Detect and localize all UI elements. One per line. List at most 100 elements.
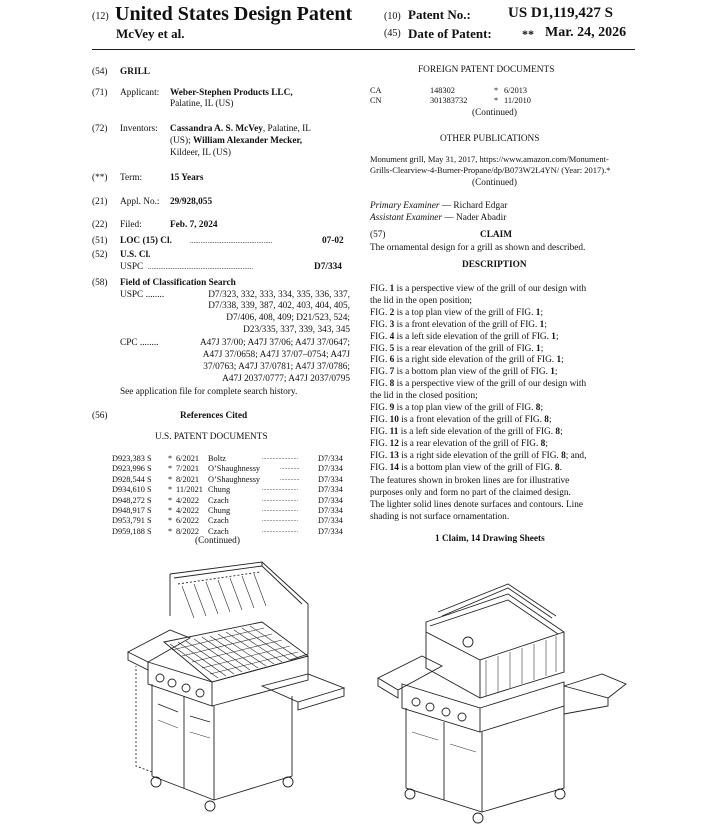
uscl-code: (52) — [92, 250, 108, 260]
assistant-examiner-label: Assistant Examiner — [370, 213, 443, 223]
uscl-uspc-label: USPC — [120, 262, 144, 272]
us-doc-dots: ........................ — [262, 486, 298, 493]
refs-continued: (Continued) — [195, 536, 240, 546]
other-continued: (Continued) — [472, 178, 517, 188]
us-doc-class: D7/334 — [318, 464, 343, 474]
uscl-label: U.S. Cl. — [120, 250, 151, 260]
refs-code: (56) — [92, 411, 108, 421]
inventor-1: Cassandra A. S. McVey, Palatine, IL — [170, 124, 311, 136]
figure-reference: 1 — [535, 307, 541, 318]
figure-description: FIG. 1 is a perspective view of the gril… — [370, 284, 632, 295]
other-label: OTHER PUBLICATIONS — [440, 134, 540, 144]
us-doc-class: D7/334 — [318, 526, 343, 536]
appl-label: Appl. No.: — [120, 197, 160, 207]
refs-label: References Cited — [180, 411, 248, 421]
foreign-doc-number: 301383732 — [430, 96, 468, 105]
figure-text: is a bottom plan view of the grill of FI… — [398, 462, 555, 473]
field-uspc-label: USPC ........ — [120, 290, 165, 300]
title-code: (54) — [92, 67, 108, 77]
figure-end: ; and, — [565, 450, 587, 461]
figure-text: is a top plan view of the grill of FIG. — [394, 307, 536, 318]
inventor-2: (US); William Alexander Mecker, — [170, 136, 302, 148]
foreign-doc-country: CA — [370, 86, 382, 95]
date-mark: ** — [522, 27, 534, 41]
field-uspc-2: D7/338, 339, 387, 402, 403, 404, 405, — [208, 301, 350, 311]
figure-reference: 1 — [556, 355, 562, 366]
figure-prefix: FIG. — [370, 331, 390, 342]
figure-description: FIG. 13 is a right side elevation of the… — [370, 451, 632, 462]
figure-end: ; — [554, 367, 558, 378]
inventor-1-city: , Palatine, IL — [262, 124, 311, 134]
figure-text: is a perspective view of the grill of ou… — [394, 379, 587, 390]
figure-reference: 8 — [554, 462, 560, 473]
us-doc-number: D928,544 S — [112, 474, 152, 484]
applicant-name: Weber-Stephen Products LLC, — [170, 88, 293, 98]
applicant-label: Applicant: — [120, 88, 160, 98]
figure-number: 11 — [389, 426, 399, 437]
us-doc-date: 8/2022 — [176, 526, 200, 536]
claim-label: CLAIM — [480, 230, 513, 240]
field-note: See application file for complete search… — [120, 387, 298, 397]
figure-end: ; — [548, 414, 552, 425]
figure-end: ; — [540, 343, 544, 354]
us-doc-number: D923,996 S — [112, 464, 152, 474]
figure-description: the lid in the closed position; — [370, 391, 632, 402]
us-doc-star: * — [168, 485, 173, 495]
patent-number-label: Patent No.: — [408, 7, 471, 22]
figure-description: FIG. 11 is a left side elevation of the … — [370, 427, 632, 438]
figure-text: is a rear elevation of the grill of FIG. — [398, 438, 541, 449]
figure-text: is a top plan view of the grill of FIG. — [394, 403, 536, 413]
figure-reference: 1 — [536, 343, 541, 354]
figure-text: is a right side elevation of the grill o… — [394, 355, 557, 366]
us-doc-star: * — [168, 474, 173, 484]
foreign-doc-date: 11/2010 — [504, 96, 531, 105]
loc-code: (51) — [92, 236, 108, 246]
inventor-1-country: (US); — [170, 136, 193, 146]
figure-end: ; — [555, 331, 559, 342]
code-10: (10) — [384, 11, 401, 22]
us-doc-inventor: Czach — [208, 516, 229, 526]
foreign-doc-star: * — [494, 96, 499, 105]
figure-reference: 8 — [544, 414, 549, 425]
assistant-examiner-name: — Nader Abadir — [442, 213, 507, 223]
figure-reference: 8 — [555, 426, 561, 437]
figure-text: is a rear elevation of the grill of FIG. — [394, 343, 537, 354]
figure-end: . — [559, 462, 562, 473]
figure-text: is a front elevation of the grill of FIG… — [394, 319, 540, 330]
us-doc-class: D7/334 — [318, 485, 343, 495]
figure-reference: 8 — [540, 438, 546, 449]
us-doc-inventor: Czach — [208, 526, 229, 536]
grill-open-drawing — [127, 561, 346, 812]
figure-text: the lid in the open position; — [370, 295, 472, 306]
figure-number: 4 — [389, 331, 395, 342]
term-label: Term: — [120, 173, 143, 183]
code-45: (45) — [384, 28, 401, 39]
document-type: United States Design Patent — [115, 3, 353, 25]
note-line-2: purposes only and form no part of the cl… — [370, 488, 571, 498]
us-doc-date: 6/2022 — [176, 516, 200, 526]
figure-number: 12 — [389, 438, 399, 449]
us-doc-inventor: Boltz — [208, 454, 226, 463]
us-doc-star: * — [168, 506, 173, 515]
figure-number: 9 — [389, 403, 395, 413]
filed-label: Filed: — [120, 220, 142, 230]
loc-dots: ........................................… — [190, 237, 273, 245]
uscl-uspc-value: D7/334 — [314, 262, 342, 272]
us-doc-dots: ........................ — [262, 507, 298, 513]
figure-prefix: FIG. — [370, 414, 390, 425]
figure-prefix: FIG. — [370, 367, 390, 378]
figure-end: ; — [561, 355, 564, 366]
figure-number: 3 — [389, 319, 395, 330]
us-doc-dots: ........................ — [262, 527, 298, 534]
inventor-short: McVey et al. — [116, 26, 185, 41]
figure-text: is a perspective view of the grill of ou… — [394, 284, 587, 294]
field-cpc-label: CPC ........ — [120, 338, 159, 348]
patent-number: US D1,119,427 S — [508, 5, 614, 21]
field-label: Field of Classification Search — [120, 278, 236, 288]
us-doc-number: D953,791 S — [112, 516, 152, 526]
uscl-uspc-dots: ........................................… — [148, 263, 253, 271]
